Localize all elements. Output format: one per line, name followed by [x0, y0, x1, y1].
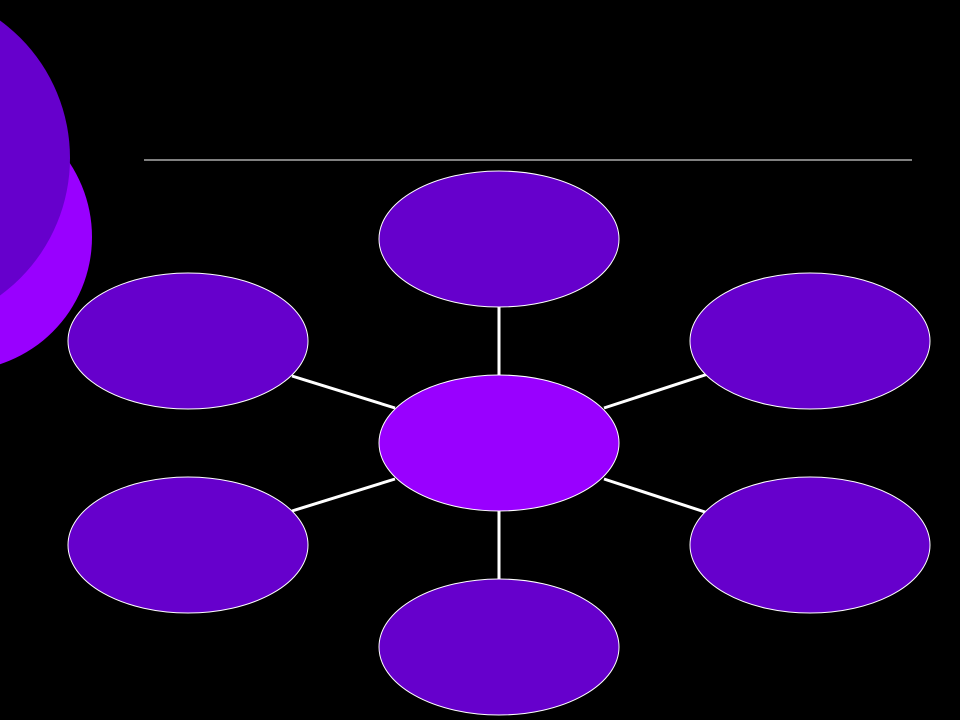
decorative-corner-circles [0, 20, 92, 365]
spoke-ellipse-lower-left[interactable] [67, 476, 309, 614]
spoke-ellipse-top[interactable] [378, 170, 620, 308]
spoke-ellipse-upper-right[interactable] [689, 272, 931, 410]
connectors [291, 306, 709, 580]
spoke-ellipse-bottom[interactable] [378, 578, 620, 716]
spoke-ellipse-upper-left[interactable] [67, 272, 309, 410]
connector-upper-left [291, 374, 396, 410]
spoke-node-upper-right[interactable] [689, 272, 931, 410]
spoke-node-lower-right[interactable] [689, 476, 931, 614]
spoke-ellipse-lower-right[interactable] [689, 476, 931, 614]
decor-circle-dark [0, 20, 70, 296]
hub-node[interactable] [378, 374, 620, 512]
connector-lower-right [603, 477, 709, 515]
connector-lower-left [291, 477, 396, 513]
spoke-node-upper-left[interactable] [67, 272, 309, 410]
spoke-node-lower-left[interactable] [67, 476, 309, 614]
spoke-node-bottom[interactable] [378, 578, 620, 716]
hub-ellipse[interactable] [378, 374, 620, 512]
spoke-node-top[interactable] [378, 170, 620, 308]
connector-upper-right [603, 372, 709, 410]
